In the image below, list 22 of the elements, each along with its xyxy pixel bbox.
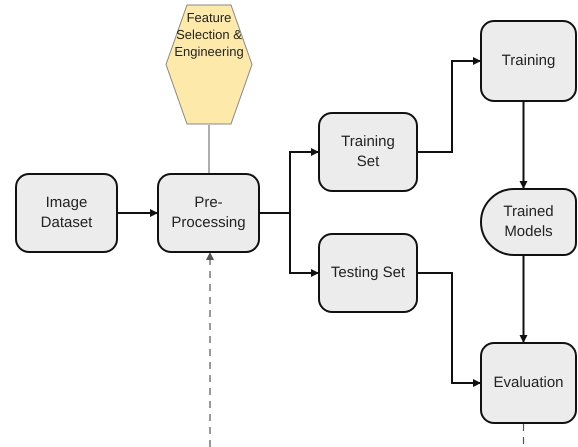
arrow <box>118 209 158 217</box>
process-box <box>318 112 418 192</box>
node-label: Trained Models <box>502 202 555 242</box>
arrow <box>418 272 481 387</box>
dashed-arrow <box>206 252 214 447</box>
rounded-box <box>480 188 577 256</box>
node-label: Feature Selection & Engineering <box>173 10 245 61</box>
node-label: Training Set <box>340 132 396 172</box>
process-box <box>157 173 260 253</box>
node-label: Pre-Processing <box>170 192 247 233</box>
process-box <box>480 342 577 424</box>
arrow <box>418 57 481 153</box>
node-label: Image Dataset <box>40 192 94 233</box>
arrow <box>260 212 319 277</box>
process-box <box>480 20 577 102</box>
process-box <box>15 173 118 253</box>
node-label: Testing Set <box>330 262 406 283</box>
arrow <box>520 256 528 343</box>
node-label: Evaluation <box>492 372 565 393</box>
node-label: Training <box>500 50 556 71</box>
process-box <box>318 233 418 313</box>
arrow <box>520 102 528 189</box>
